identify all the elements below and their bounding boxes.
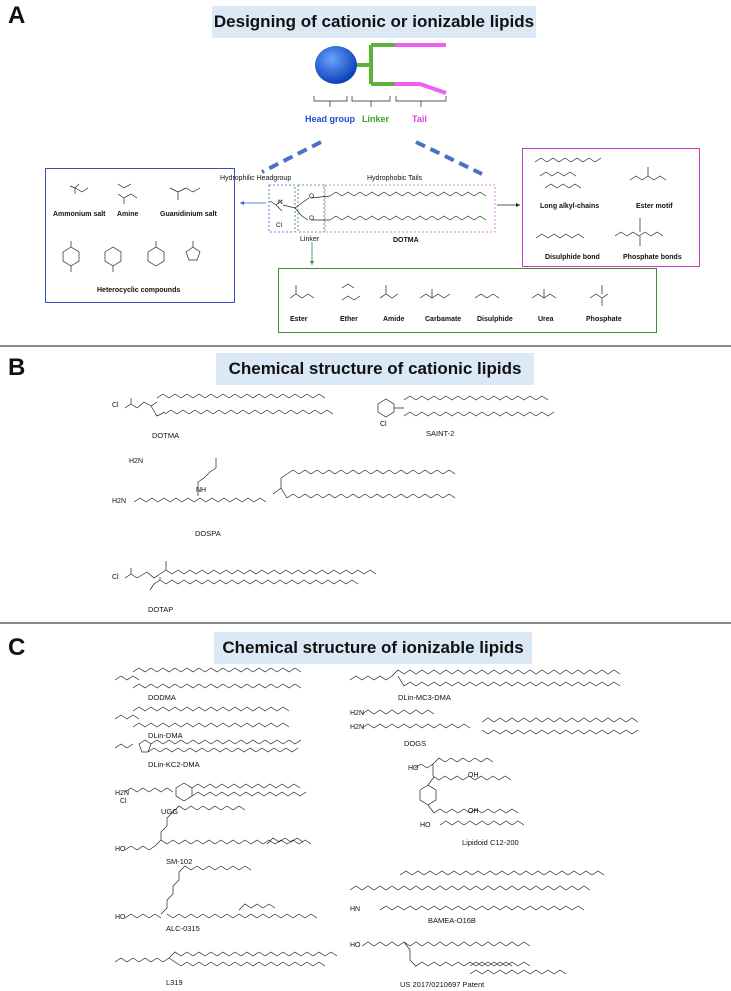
ugg-h2n: H2N xyxy=(115,790,130,797)
linker-box xyxy=(297,184,325,233)
panel-letter-c: C xyxy=(8,634,26,661)
dogs-h2n-2: H2N xyxy=(350,724,365,731)
dotma-n-atom: N xyxy=(278,199,283,206)
ionizable-us-patent: US 2017/0210697 Patent xyxy=(400,980,485,989)
lipidoid-ho-1: HO xyxy=(408,765,419,772)
linker-disulphide: Disulphide xyxy=(477,316,513,323)
head-group-label: Head group xyxy=(305,114,356,124)
hydrophilic-headgroup-label: Hydrophilic Headgroup xyxy=(220,175,292,182)
ugg-cl: Cl xyxy=(120,798,127,805)
dospa-nh: NH xyxy=(196,487,207,494)
linker-carbamate: Carbamate xyxy=(425,316,462,323)
panel-letter-a: A xyxy=(8,2,26,29)
ionizable-dlin-dma: DLin-DMA xyxy=(148,731,183,740)
lipidoid-ho-2: HO xyxy=(420,822,431,829)
headgroup-guanidinium: Guanidinium salt xyxy=(160,211,217,218)
patent-ho: HO xyxy=(350,942,361,949)
bamea-hn: HN xyxy=(350,906,361,913)
linker-brace xyxy=(351,96,391,107)
tail-brace xyxy=(395,96,447,107)
ionizable-l319: L319 xyxy=(166,978,183,987)
headgroup-ammonium: Ammonium salt xyxy=(53,211,106,218)
ionizable-sm-102: SM-102 xyxy=(166,857,193,866)
saint-cl: Cl xyxy=(380,421,387,428)
dotap-cl: Cl xyxy=(112,574,119,581)
headgroups-box xyxy=(45,168,235,303)
cationic-lipid-dospa: DOSPA xyxy=(195,529,221,538)
ionizable-lipidoid-c12-200: Lipidoid C12-200 xyxy=(462,838,519,847)
dotma-o-atom-2: O xyxy=(309,215,315,222)
dospa-h2n-1: H2N xyxy=(129,458,144,465)
headgroup-heterocyclic: Heterocyclic compounds xyxy=(97,287,181,294)
tail-ester: Ester motif xyxy=(636,203,673,210)
linker-phosphate: Phosphate xyxy=(586,316,622,323)
lipidoid-oh-1: OH xyxy=(468,772,479,779)
alc0315-ho: HO xyxy=(115,914,126,921)
ionizable-bamea-o16b: BAMEA-O16B xyxy=(428,916,476,925)
panel-letter-b: B xyxy=(8,354,26,381)
panel-b-title: Chemical structure of cationic lipids xyxy=(216,353,534,385)
dotma-linker-label: Linker xyxy=(300,236,320,243)
separator-ab xyxy=(0,345,731,347)
lipidoid-oh-2: OH xyxy=(468,808,479,815)
ionizable-dlin-mc3-dma: DLin-MC3-DMA xyxy=(398,693,451,702)
linker-urea: Urea xyxy=(538,316,554,323)
ionizable-alc-0315: ALC-0315 xyxy=(166,924,200,933)
ionizable-dlin-kc2-dma: DLin-KC2-DMA xyxy=(148,760,200,769)
dotma-counter-ion: Cl xyxy=(276,222,283,229)
tail-long-alkyl: Long alkyl-chains xyxy=(540,203,600,210)
separator-bc xyxy=(0,622,731,624)
cationic-lipid-dotap: DOTAP xyxy=(148,605,174,614)
sm102-ho: HO xyxy=(115,846,126,853)
linker-ether: Ether xyxy=(340,316,358,323)
linker-amide: Amide xyxy=(383,316,405,323)
tail-disulphide: Disulphide bond xyxy=(545,254,600,261)
hydrophobic-tails-label: Hydrophobic Tails xyxy=(367,175,423,182)
dospa-h2n-2: H2N xyxy=(112,498,127,505)
panel-c-title: Chemical structure of ionizable lipids xyxy=(214,632,532,664)
dotma-cl-b: Cl xyxy=(112,402,119,409)
tail-label: Tail xyxy=(412,114,427,124)
tails-box-panel xyxy=(522,148,700,267)
cationic-lipid-saint2: SAINT-2 xyxy=(426,429,455,438)
linkers-box xyxy=(278,268,657,333)
dotma-name: DOTMA xyxy=(393,237,419,244)
dogs-h2n-1: H2N xyxy=(350,710,365,717)
dashed-connector-left xyxy=(261,140,322,174)
ionizable-ugg: UGG xyxy=(161,807,179,816)
head-brace xyxy=(313,96,348,107)
tail-phosphate: Phosphate bonds xyxy=(623,254,682,261)
headgroup-amine: Amine xyxy=(117,211,139,218)
dashed-connector-right xyxy=(415,140,483,176)
ionizable-dodma: DODMA xyxy=(148,693,176,702)
linker-shape xyxy=(357,43,395,86)
tails-box xyxy=(324,184,496,233)
panel-a-title: Designing of cationic or ionizable lipid… xyxy=(212,6,536,38)
cationic-lipid-dotma: DOTMA xyxy=(152,431,180,440)
head-group-shape xyxy=(315,46,357,84)
linker-label: Linker xyxy=(362,114,390,124)
tail-shape xyxy=(395,43,447,95)
linker-ester: Ester xyxy=(290,316,308,323)
dotma-o-atom-1: O xyxy=(309,193,315,200)
ionizable-dogs: DOGS xyxy=(404,739,427,748)
